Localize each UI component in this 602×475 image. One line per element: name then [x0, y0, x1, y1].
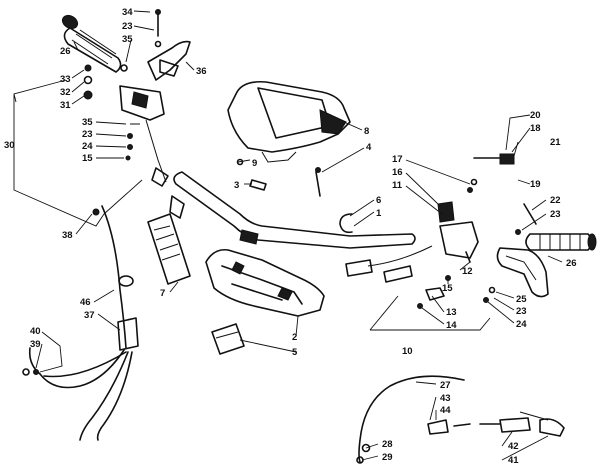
group-bracket-30 [13, 79, 143, 227]
callout-39: 39 [30, 339, 41, 350]
callout-17: 17 [392, 154, 403, 165]
callout-16: 16 [392, 167, 403, 178]
group-bracket-10 [369, 295, 491, 331]
callout-4: 4 [366, 142, 372, 153]
callout-33: 33 [60, 74, 71, 85]
callout-43: 43 [440, 393, 451, 404]
callout-31: 31 [60, 100, 71, 111]
callout-36: 36 [196, 66, 207, 77]
callout-9: 9 [252, 158, 257, 169]
callout-labels: 34 23 35 26 36 33 32 31 35 23 30 24 15 3… [4, 7, 577, 466]
throttle-lever [496, 247, 549, 298]
decal [147, 213, 191, 285]
callout-5: 5 [292, 347, 298, 358]
callout-26: 26 [60, 46, 71, 57]
callout-38: 38 [62, 230, 73, 241]
callout-20: 20 [530, 110, 541, 121]
callout-8: 8 [364, 126, 369, 137]
callout-10: 10 [402, 346, 413, 357]
callout-3: 3 [234, 180, 239, 191]
callout-22: 22 [550, 195, 561, 206]
callout-15: 15 [442, 283, 453, 294]
callout-37: 37 [84, 310, 95, 321]
callout-25: 25 [516, 294, 527, 305]
callout-41: 41 [508, 455, 519, 466]
center-fasteners [236, 158, 321, 197]
right-grip [525, 233, 597, 251]
left-hardware [83, 9, 162, 161]
callout-13: 13 [446, 307, 457, 318]
right-switch-housing [345, 178, 479, 283]
callout-23: 23 [122, 21, 133, 32]
callout-40: 40 [30, 326, 41, 337]
callout-44: 44 [440, 405, 451, 416]
callout-32: 32 [60, 87, 71, 98]
right-hardware [473, 153, 537, 303]
callout-14: 14 [446, 320, 457, 331]
callout-28: 28 [382, 439, 393, 450]
callout-34: 34 [122, 7, 133, 18]
center-housing [227, 80, 351, 163]
left-grip [61, 14, 122, 73]
callout-7: 7 [160, 288, 165, 299]
callout-23: 23 [550, 209, 561, 220]
callout-6: 6 [376, 195, 381, 206]
leader-lines [35, 10, 563, 461]
callout-21: 21 [550, 137, 561, 148]
callout-19: 19 [530, 179, 541, 190]
callout-24: 24 [516, 319, 527, 330]
callout-27: 27 [440, 380, 451, 391]
callout-35: 35 [82, 117, 93, 128]
callout-12: 12 [462, 266, 473, 277]
callout-23: 23 [82, 129, 93, 140]
brake-lever [147, 40, 191, 81]
callout-1: 1 [376, 208, 382, 219]
callout-18: 18 [530, 123, 541, 134]
callout-35: 35 [122, 34, 133, 45]
callout-24: 24 [82, 141, 93, 152]
callout-15: 15 [82, 153, 93, 164]
left-control-housing [119, 85, 185, 219]
handlebar-clamp [211, 323, 245, 355]
handlebar-riser [205, 248, 325, 317]
handlebar [173, 171, 416, 249]
callout-30: 30 [4, 140, 15, 151]
callout-26: 26 [566, 258, 577, 269]
throttle-cable [22, 205, 139, 441]
callout-42: 42 [508, 441, 519, 452]
callout-11: 11 [392, 180, 403, 191]
callout-46: 46 [80, 297, 91, 308]
callout-29: 29 [382, 452, 393, 463]
callout-2: 2 [292, 332, 297, 343]
wire-clip [339, 213, 353, 234]
callout-23: 23 [516, 306, 527, 317]
